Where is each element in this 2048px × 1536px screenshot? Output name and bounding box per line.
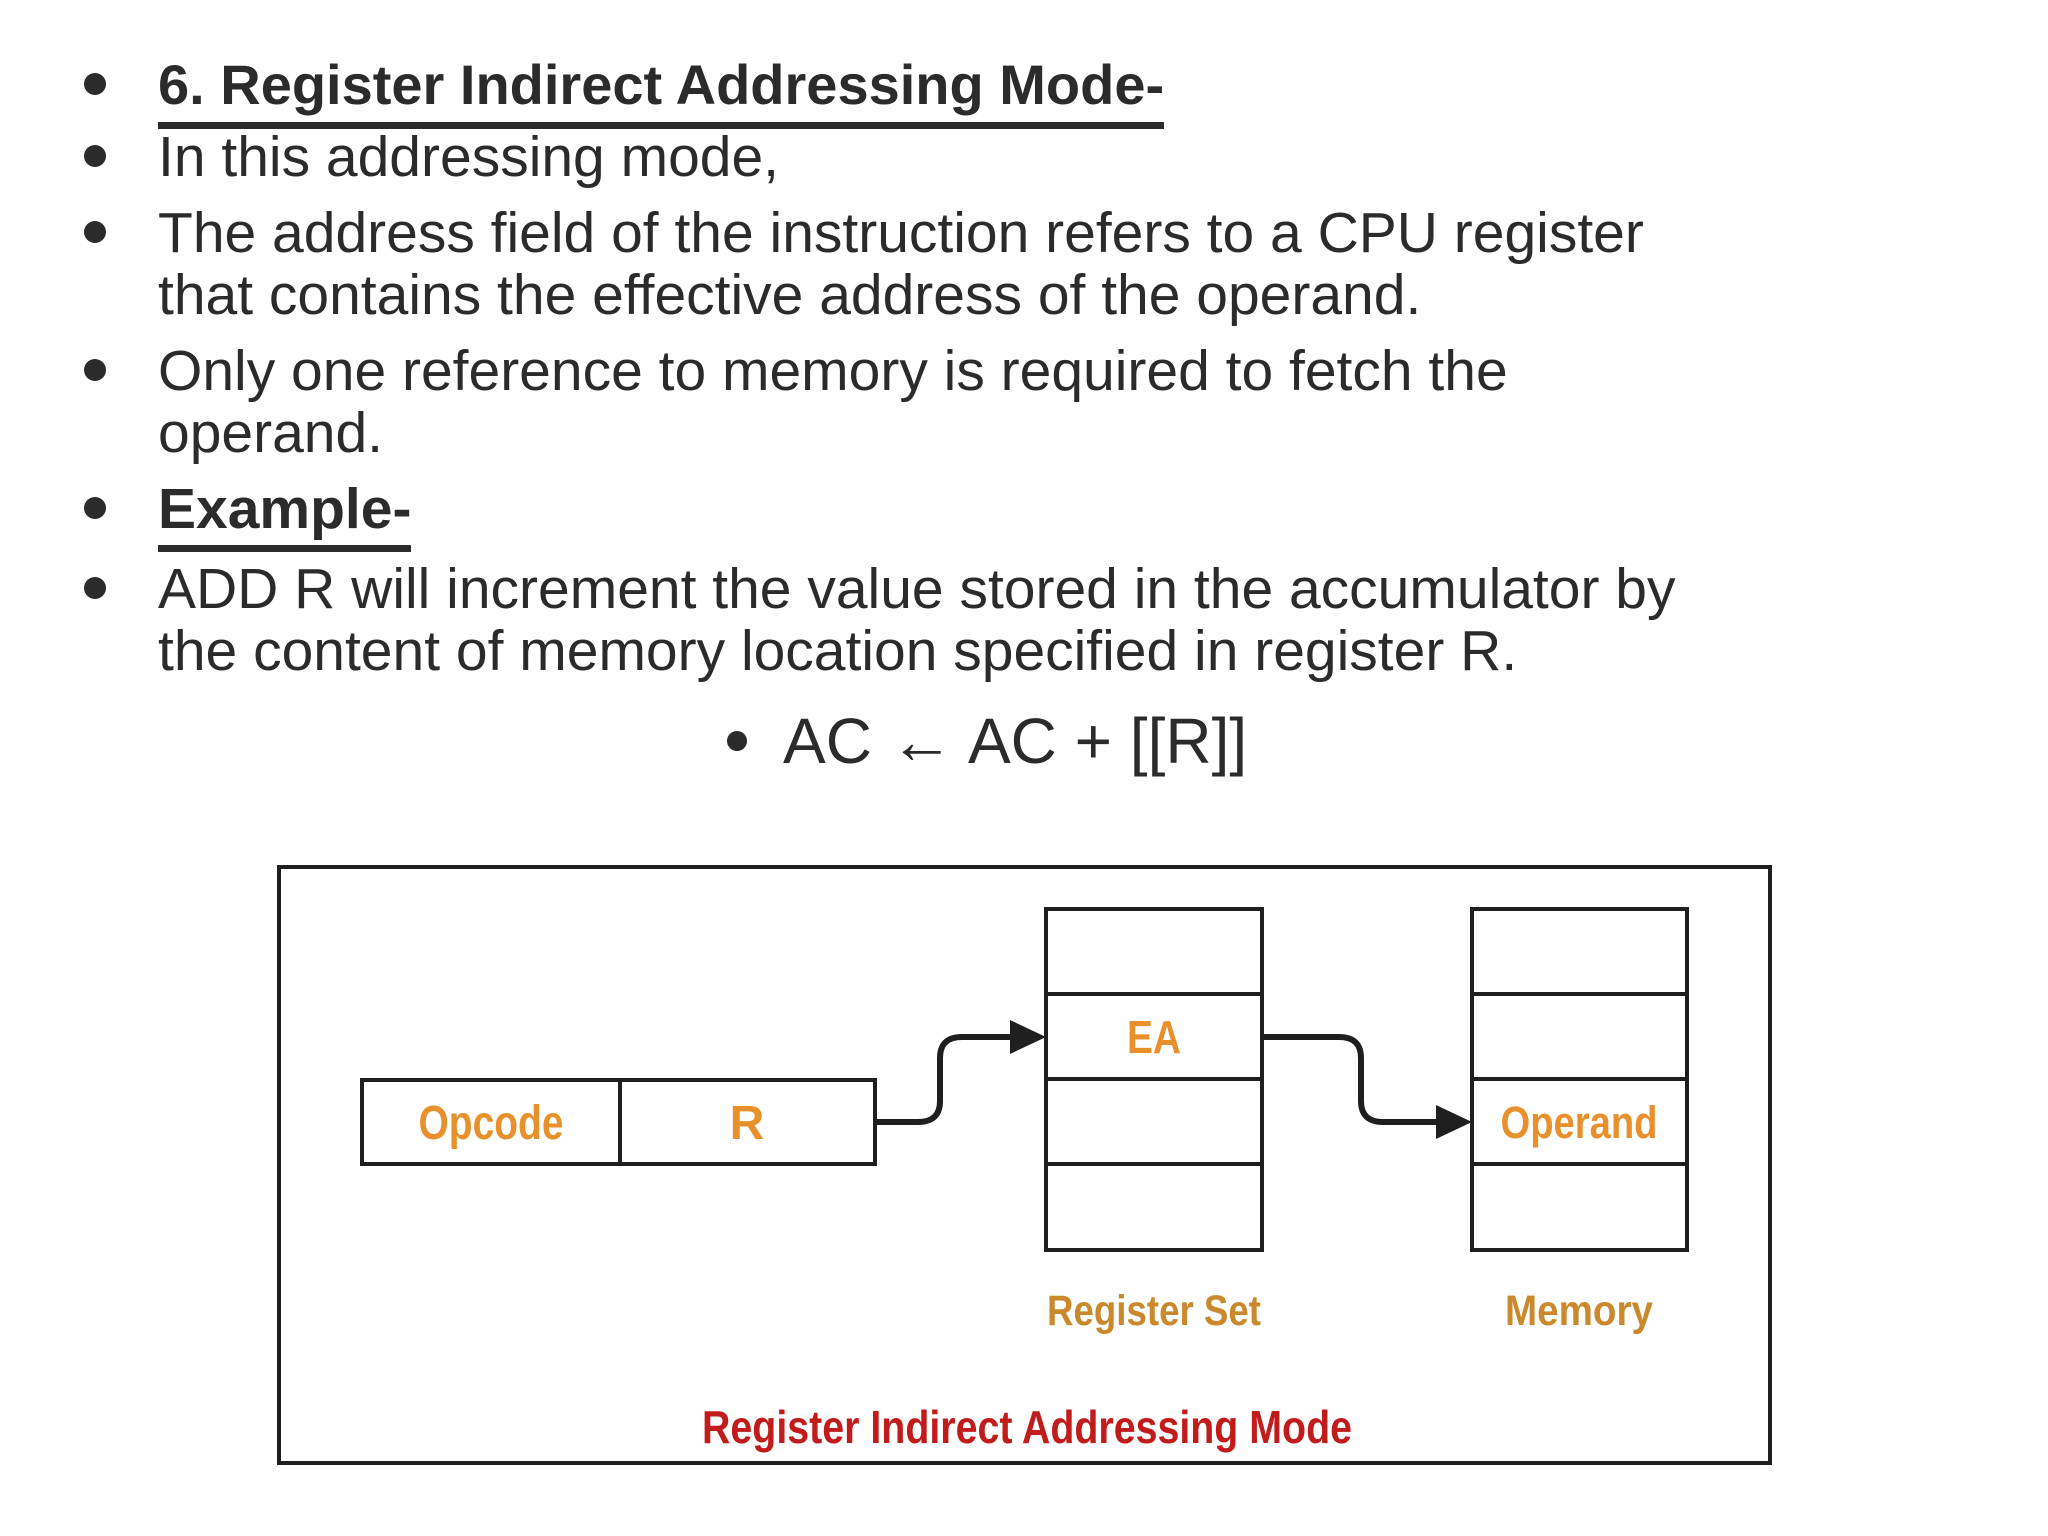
wire-ea-to-operand [1262,1034,1436,1125]
memory-row-operand [1470,1077,1689,1166]
register-field-cell [618,1078,877,1166]
bullet-dot [84,577,106,599]
memory-caption: Memory [1505,1287,1653,1335]
bullet-dot [84,359,106,381]
bullet-item-add-r: ADD R will increment the value stored in… [0,558,2048,682]
bullet-line: Only one reference to memory is required… [158,339,1508,403]
bullet-dot [84,73,106,95]
register-row [1044,907,1264,996]
bullet-item-intro: In this addressing mode, [0,126,2048,188]
bullet-line: ADD R will increment the value stored in… [158,557,1676,621]
ea-label: EA [1127,1011,1181,1063]
register-set-caption: Register Set [1047,1287,1261,1335]
wire-r-to-ea [875,1034,1014,1125]
arrowhead-icon [1010,1020,1046,1054]
memory-row [1470,907,1689,996]
register-field-label: R [730,1097,765,1150]
opcode-cell [360,1078,622,1166]
memory-row [1470,1162,1689,1252]
example-heading: Example- [158,477,412,552]
bullet-item-title: 6. Register Indirect Addressing Mode- [0,53,2048,129]
opcode-label: Opcode [419,1097,564,1150]
register-row [1044,1162,1264,1252]
bullet-line: that contains the effective address of t… [158,263,1422,327]
memory-row [1470,992,1689,1081]
diagram-title: Register Indirect Addressing Mode [702,1401,1352,1453]
bullet-line: The address field of the instruction ref… [158,201,1644,265]
arrowhead-icon [1436,1105,1472,1139]
operand-label: Operand [1501,1097,1658,1148]
register-row [1044,1077,1264,1166]
formula-text: AC ← AC + [[R]] [783,705,1248,777]
formula-line: AC ← AC + [[R]] [727,706,2048,776]
bullet-dot [84,145,106,167]
bullet-dot [84,221,106,243]
addressing-mode-diagram: Opcode R EA Operand Register Set Memory … [360,907,1689,1453]
bullet-item-example-heading: Example- [0,477,2048,552]
bullet-dot [727,731,747,751]
bullet-line: the content of memory location specified… [158,619,1518,683]
page-title: 6. Register Indirect Addressing Mode- [158,53,1165,129]
bullet-item-one-reference: Only one reference to memory is required… [0,340,2048,464]
bullet-item-address-field: The address field of the instruction ref… [0,202,2048,326]
bullet-list: 6. Register Indirect Addressing Mode- In… [0,53,2048,776]
bullet-line: operand. [158,401,384,465]
bullet-line: In this addressing mode, [158,125,780,189]
bullet-dot [84,497,106,519]
diagram-frame: Opcode R EA Operand Register Set Memory … [277,865,1772,1465]
